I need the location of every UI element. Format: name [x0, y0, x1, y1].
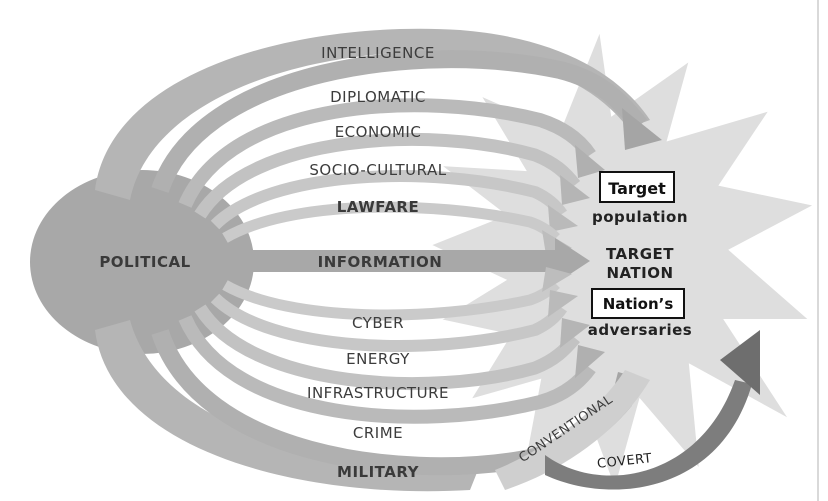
arrowhead-crime — [575, 345, 605, 378]
arrow-cyber — [222, 280, 560, 321]
right-edge-rule — [817, 0, 819, 501]
outer-upper-envelope — [95, 28, 650, 200]
arrow-intelligence — [151, 50, 648, 194]
arrowhead-socio-cultural — [548, 205, 578, 232]
arrow-lawfare — [222, 201, 560, 243]
political-blob — [30, 170, 254, 354]
label-adversaries: adversaries — [588, 321, 692, 339]
arrowhead-economic — [560, 175, 590, 205]
label-target-population: population — [592, 208, 688, 226]
arrow-economic — [194, 132, 581, 219]
label-target-nation-1: TARGET — [606, 245, 674, 263]
arrowhead-cyber — [542, 267, 572, 292]
covert-arrow — [545, 380, 752, 490]
arrowhead-diplomatic — [575, 145, 605, 178]
label-lawfare: LAWFARE — [337, 198, 419, 216]
nations-box — [591, 288, 685, 319]
label-energy: ENERGY — [346, 350, 410, 368]
arrow-energy — [210, 293, 567, 352]
label-intelligence: INTELLIGENCE — [321, 44, 435, 62]
label-infrastructure: INFRASTRUCTURE — [307, 384, 449, 402]
arrow-information-shaft — [230, 250, 560, 272]
arrow-diplomatic — [178, 98, 596, 208]
conventional-band — [495, 370, 650, 490]
label-economic: ECONOMIC — [335, 123, 422, 141]
label-military: MILITARY — [337, 463, 420, 481]
arrowhead-intelligence — [622, 108, 662, 150]
arrow-socio-cultural — [210, 170, 567, 230]
label-nations-box: Nation’s — [603, 295, 674, 313]
arrow-infrastructure — [194, 304, 580, 391]
label-diplomatic: DIPLOMATIC — [330, 88, 426, 106]
label-political: POLITICAL — [99, 253, 190, 271]
target-box — [599, 171, 675, 203]
label-target-nation-2: NATION — [606, 264, 673, 282]
label-crime: CRIME — [353, 424, 403, 442]
label-cyber: CYBER — [352, 314, 404, 332]
covert-arrowhead — [720, 330, 760, 395]
label-target-box: Target — [608, 179, 666, 198]
arrowhead-infrastructure — [560, 318, 590, 348]
label-information: INFORMATION — [318, 253, 443, 271]
label-socio-cultural: SOCIO-CULTURAL — [309, 161, 446, 179]
arrow-crime — [178, 315, 596, 424]
label-covert: COVERT — [596, 451, 652, 472]
arrowhead-energy — [548, 290, 578, 317]
